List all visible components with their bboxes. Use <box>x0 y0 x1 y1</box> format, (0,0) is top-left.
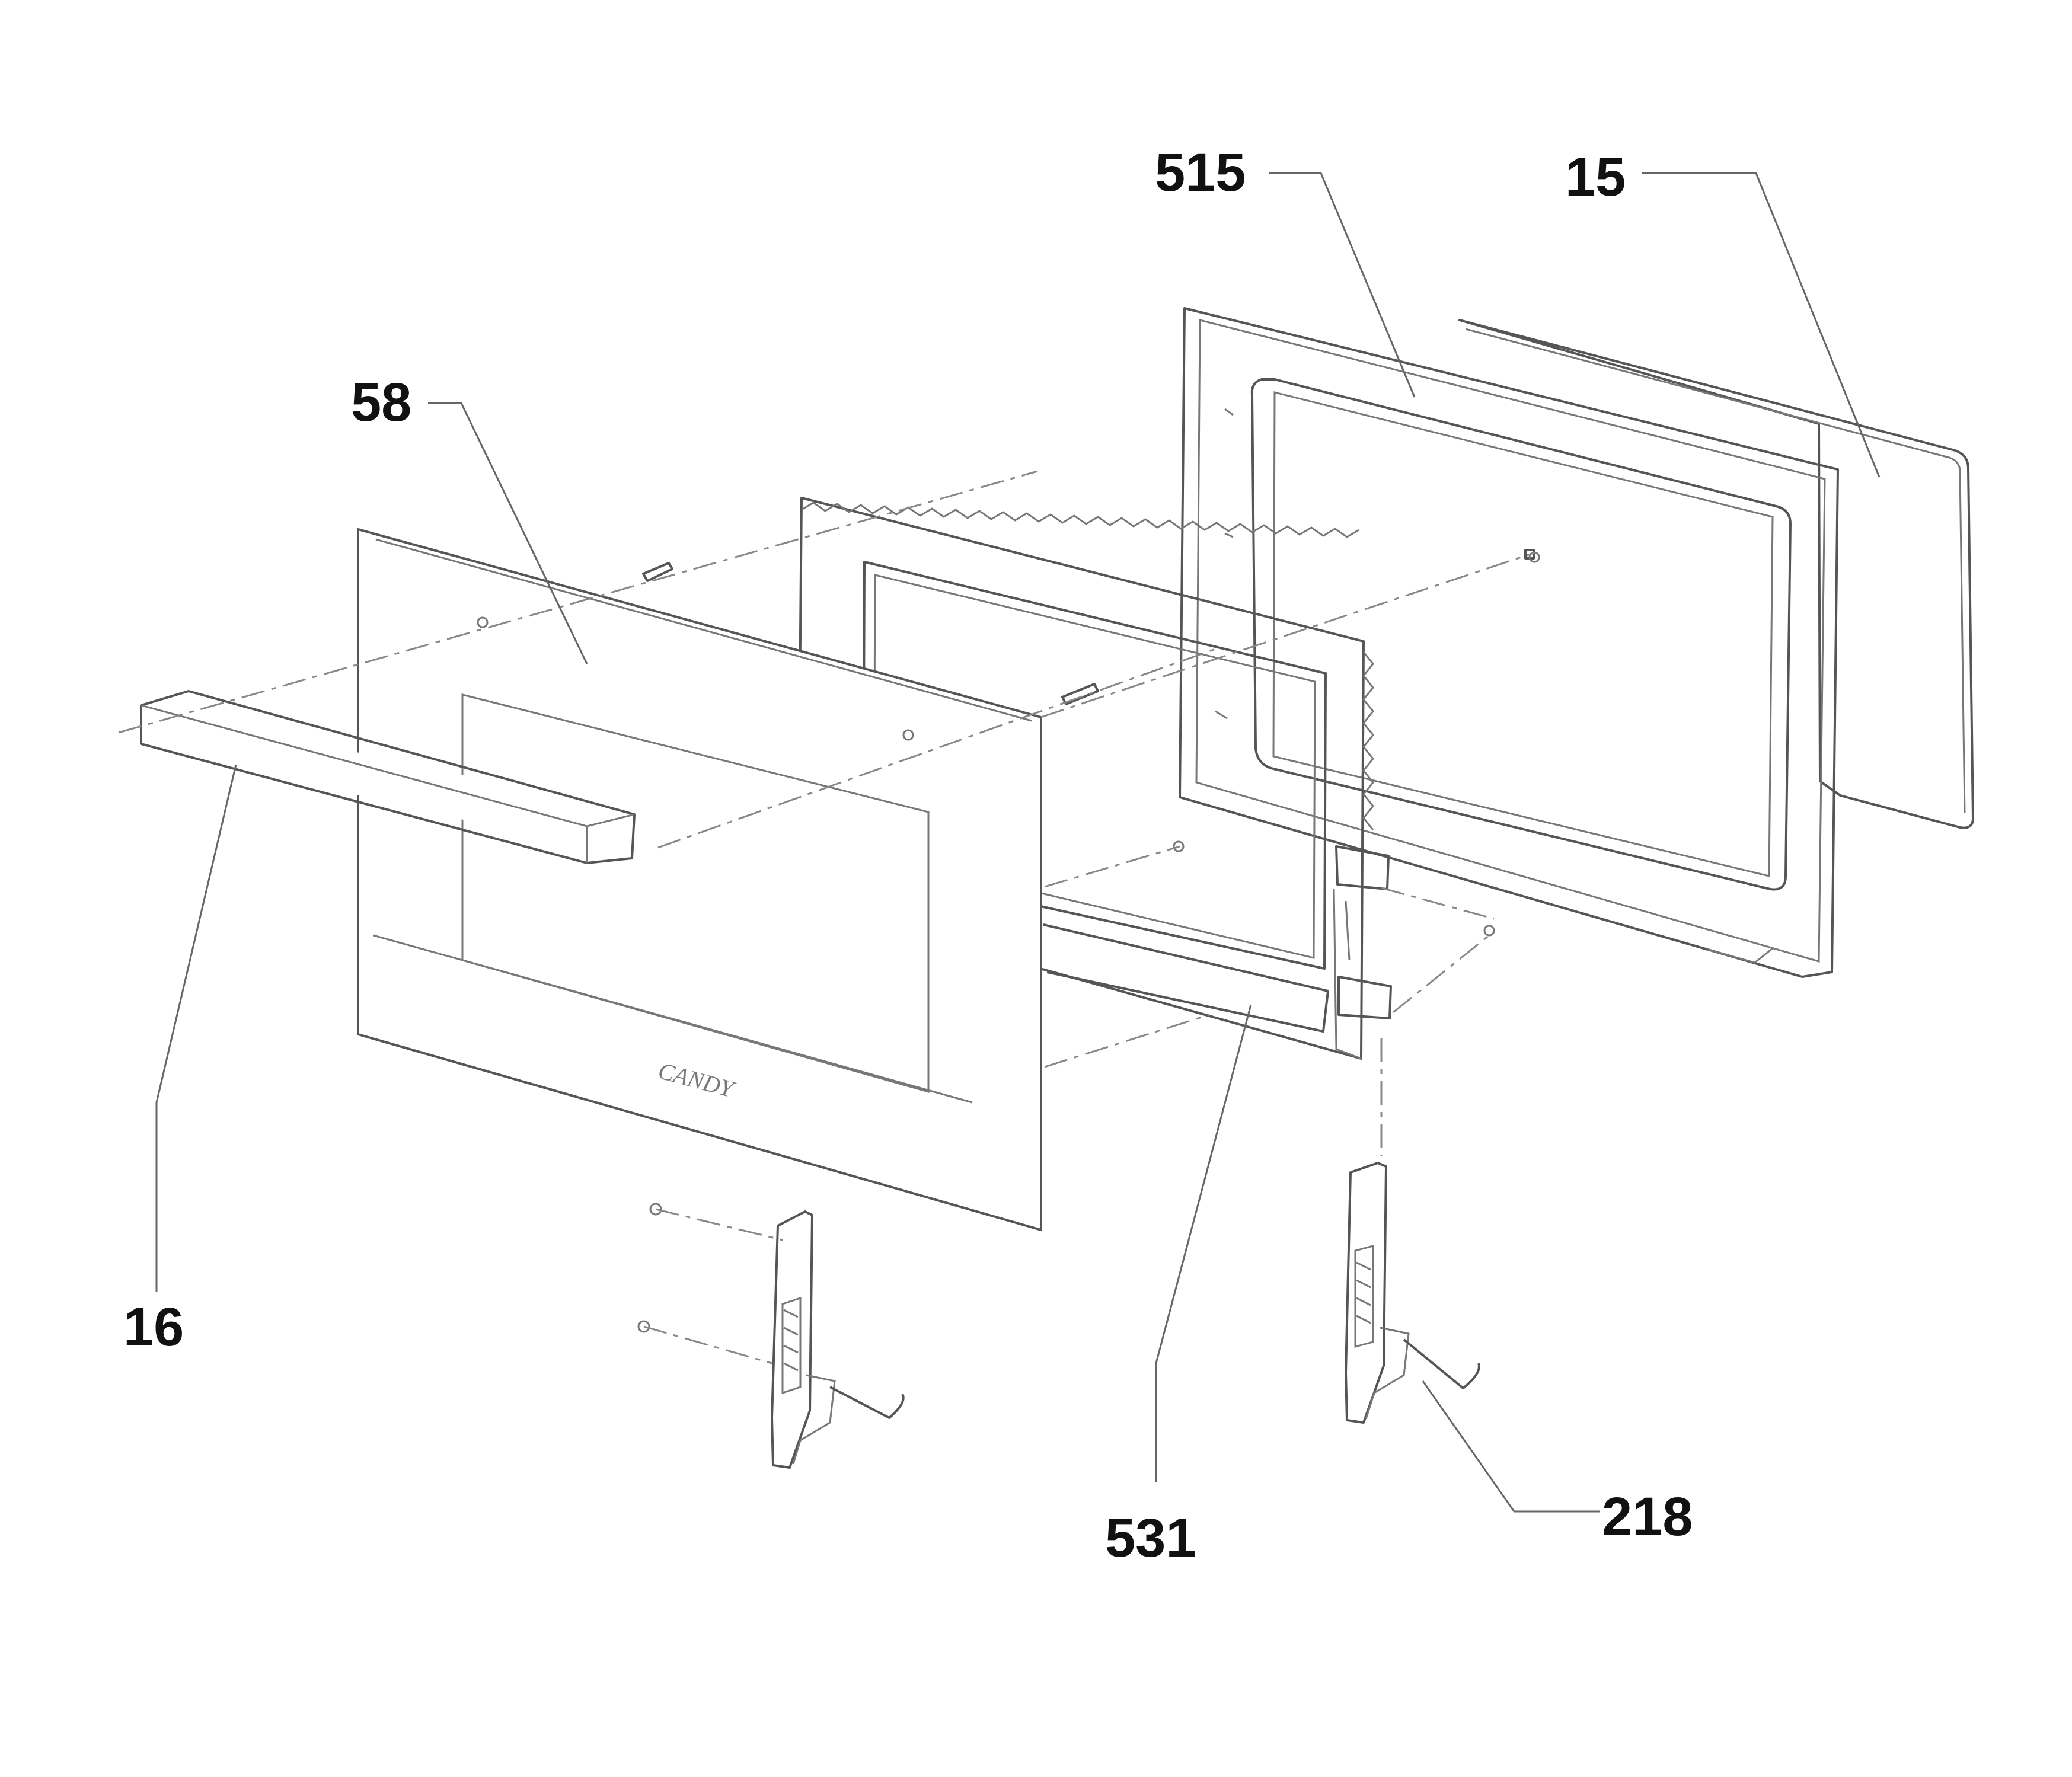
outer-glass-panel <box>1458 319 1974 829</box>
callout-58: 58 <box>351 372 411 433</box>
front-glass-door: CANDY <box>357 528 1042 1231</box>
callout-531: 531 <box>1105 1508 1196 1568</box>
callout-15: 15 <box>1565 147 1626 207</box>
callout-515: 515 <box>1155 142 1246 203</box>
assembly-axes <box>118 470 1536 1364</box>
hinge-right <box>1345 1162 1480 1424</box>
callout-218: 218 <box>1602 1487 1693 1547</box>
door-handle-bar <box>140 690 636 864</box>
callout-16: 16 <box>123 1297 184 1357</box>
hinge-left <box>771 1210 905 1469</box>
inner-glass-frame <box>1179 307 1839 978</box>
leader-lines <box>155 172 1881 1513</box>
